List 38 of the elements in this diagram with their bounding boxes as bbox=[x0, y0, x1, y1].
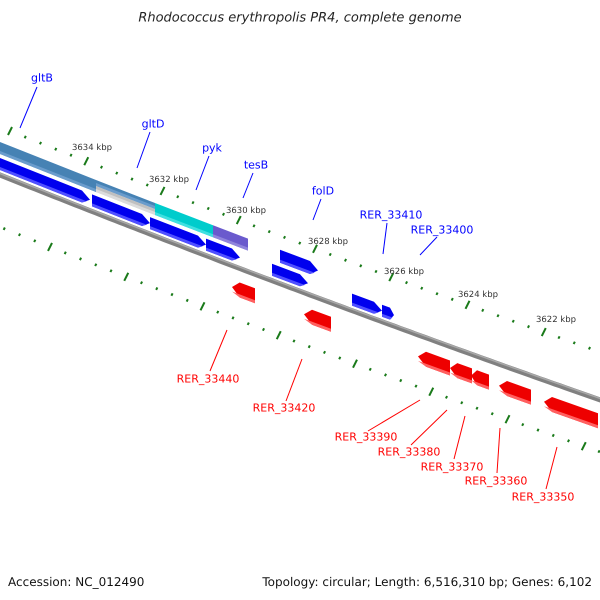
accession-text: Accession: NC_012490 bbox=[8, 576, 144, 588]
gene-label: gltD bbox=[142, 118, 164, 130]
gene-label: RER_33370 bbox=[420, 462, 484, 472]
leader-line bbox=[196, 156, 210, 190]
gene-label: RER_33390 bbox=[334, 432, 398, 442]
gene-label: RER_33380 bbox=[378, 446, 440, 458]
leader-line bbox=[410, 410, 448, 446]
gene-label: gltB bbox=[31, 72, 53, 84]
leader-line bbox=[382, 222, 388, 254]
scale-label: 3628 kbp bbox=[308, 238, 348, 246]
scale-label: 3630 kbp bbox=[226, 206, 266, 216]
gene-label: folD bbox=[312, 186, 334, 196]
scale-label: 3632 kbp bbox=[148, 176, 190, 184]
genome-info-text: Topology: circular; Length: 6,516,310 bp; Genes: 6,102 bbox=[262, 576, 592, 588]
gene-label: RER_33420 bbox=[252, 402, 316, 414]
scale-label: 3624 kbp bbox=[458, 290, 498, 300]
leader-line bbox=[312, 198, 322, 220]
leader-line bbox=[420, 236, 438, 256]
gene-label: tesB bbox=[244, 160, 268, 170]
title: Rhodococcus erythropolis PR4, complete genome bbox=[138, 12, 462, 24]
leader-line bbox=[496, 428, 500, 474]
leader-line bbox=[286, 358, 302, 402]
scale-label: 3626 kbp bbox=[384, 268, 424, 276]
leader-line bbox=[210, 330, 228, 372]
gene-label: RER_33410 bbox=[360, 210, 422, 220]
leader-line bbox=[242, 172, 254, 198]
scale-label: 3634 kbp bbox=[72, 144, 112, 152]
gene-label: RER_33360 bbox=[464, 476, 528, 486]
leader-line bbox=[368, 400, 420, 432]
scale-label: 3622 kbp bbox=[536, 316, 576, 324]
leader-line bbox=[546, 446, 558, 490]
leader-line bbox=[136, 132, 150, 168]
leader-line bbox=[454, 416, 466, 460]
leader-line bbox=[20, 86, 38, 128]
gene-label: RER_33400 bbox=[410, 224, 474, 236]
gene-label: pyk bbox=[202, 142, 222, 154]
gene-label: RER_33350 bbox=[512, 492, 574, 502]
gene-label: RER_33440 bbox=[176, 374, 240, 384]
